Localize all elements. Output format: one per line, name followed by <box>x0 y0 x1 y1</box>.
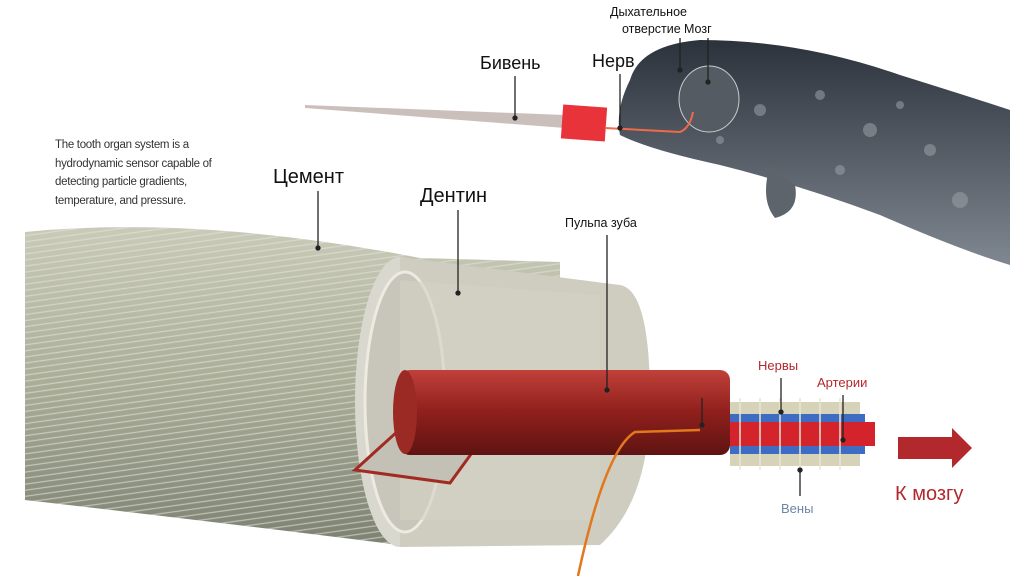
label-cementum: Цемент <box>273 166 344 188</box>
label-brain: Мозг <box>684 22 712 36</box>
narwhal-head <box>618 40 1010 265</box>
label-to-brain: К мозгу <box>895 483 964 505</box>
label-arteries: Артерии <box>817 375 868 390</box>
description-text: The tooth organ system is a hydrodynamic… <box>55 139 212 207</box>
orange-nerve-path <box>576 428 701 576</box>
pulp-cylinder <box>400 370 730 455</box>
label-nerves: Нервы <box>758 358 799 373</box>
small-tusk <box>305 105 565 128</box>
label-tusk: Бивень <box>480 53 541 73</box>
leader-lines <box>315 38 846 496</box>
nerve-path <box>604 111 694 134</box>
label-pulp: Пульпа зуба <box>565 216 637 230</box>
label-dentin: Дентин <box>420 185 488 207</box>
nerve-vessel-bundle <box>730 398 875 470</box>
label-blowhole-line2: отверстие <box>622 22 681 36</box>
label-veins: Вены <box>781 501 814 516</box>
tusk-cross-section <box>25 227 730 547</box>
label-blowhole-line1: Дыхательное <box>610 5 687 19</box>
label-nerve: Нерв <box>592 51 635 71</box>
arrow-to-brain-icon <box>898 428 972 468</box>
highlight-box <box>560 104 608 142</box>
